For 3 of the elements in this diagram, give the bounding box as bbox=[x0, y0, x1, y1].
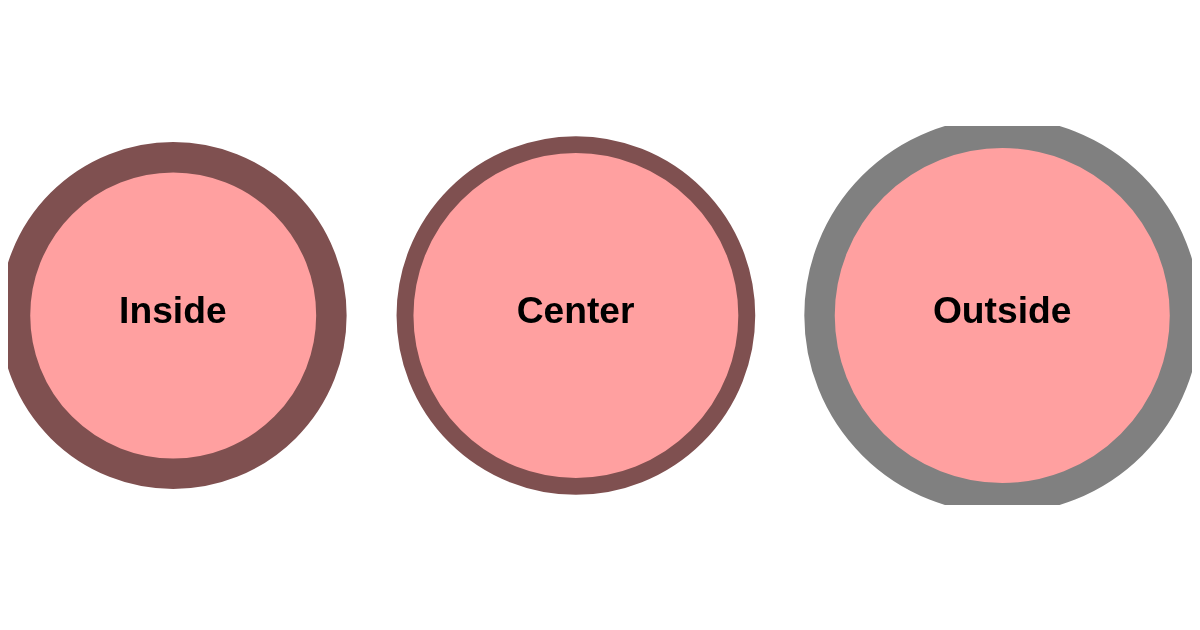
node-circle: Inside bbox=[8, 141, 347, 489]
node-circle: Center bbox=[396, 135, 756, 495]
node-circle: Outside bbox=[804, 125, 1192, 505]
